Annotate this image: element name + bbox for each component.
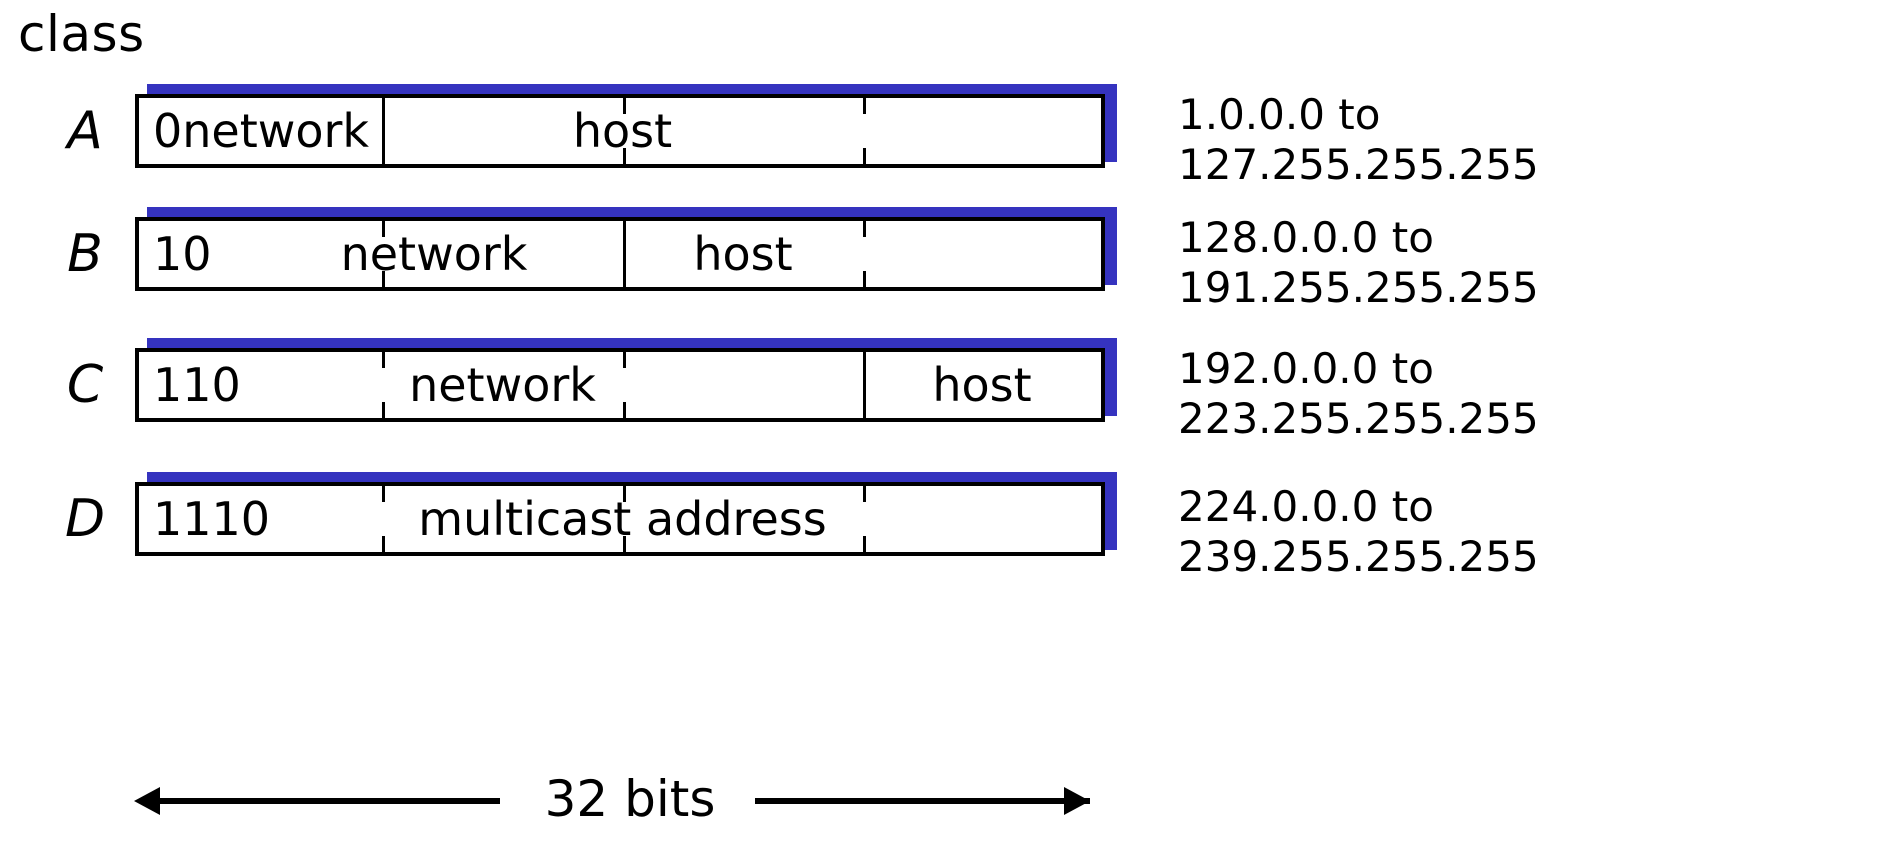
class-letter-b: B <box>67 224 103 284</box>
row-b-range-line2: 191.255.255.255 <box>1178 263 1539 312</box>
row-b-tick-bottom-byte1 <box>382 271 385 287</box>
row-d-accent-edge <box>1105 472 1117 550</box>
row-b-accent-edge <box>1105 207 1117 285</box>
row-c-prefix-label: 110 <box>153 358 241 412</box>
row-d-prefix-label: 1110 <box>153 492 271 546</box>
row-d-range-line2: 239.255.255.255 <box>1178 532 1539 581</box>
row-d-multicast-label: multicast address <box>418 492 827 546</box>
row-b-tick-top-byte3 <box>863 221 866 237</box>
row-c-range-line1: 192.0.0.0 to <box>1178 344 1434 393</box>
row-d-tick-top-byte2 <box>623 486 626 502</box>
row-c-tick-top-byte2 <box>623 352 626 368</box>
row-c-host-label: host <box>932 358 1032 412</box>
row-d-tick-bottom-byte3 <box>863 536 866 552</box>
row-b-divider-byte2 <box>623 221 626 287</box>
row-b-range: 128.0.0.0 to 191.255.255.255 <box>1178 213 1539 313</box>
row-b-bitfield-box: 10 network host <box>135 217 1105 291</box>
arrow-right-icon <box>1064 787 1090 815</box>
row-b-tick-top-byte1 <box>382 221 385 237</box>
measure-line-right <box>755 798 1090 804</box>
row-c-divider-byte3 <box>863 352 866 418</box>
row-b-network-label: network <box>340 227 528 281</box>
row-a-range-line1: 1.0.0.0 to <box>1178 90 1381 139</box>
class-row-b: B 10 network host 128.0.0.0 to 191.255.2… <box>0 207 1880 312</box>
row-b-host-label: host <box>693 227 793 281</box>
class-row-d: D 1110 multicast address 224.0.0.0 to 23… <box>0 472 1880 581</box>
row-c-range-line2: 223.255.255.255 <box>1178 394 1539 443</box>
measure-line-left <box>150 798 500 804</box>
class-letter-d: D <box>64 489 106 549</box>
row-c-network-label: network <box>409 358 596 412</box>
row-a-divider-byte1 <box>382 98 385 164</box>
bit-width-measure: 32 bits <box>0 770 1880 830</box>
row-d-tick-top-byte3 <box>863 486 866 502</box>
row-c-bitfield-box: 110 network host <box>135 348 1105 422</box>
class-row-a: A 0network host 1.0.0.0 to 127.255.255.2… <box>0 84 1880 189</box>
row-c-accent-edge <box>1105 338 1117 416</box>
row-c-range: 192.0.0.0 to 223.255.255.255 <box>1178 344 1539 444</box>
row-b-prefix-label: 10 <box>153 227 212 281</box>
row-a-tick-top-byte2 <box>623 98 626 114</box>
row-d-tick-bottom-byte2 <box>623 536 626 552</box>
row-a-tick-top-byte3 <box>863 98 866 114</box>
row-a-tick-bottom-byte2 <box>623 148 626 164</box>
class-letter-c: C <box>66 355 104 415</box>
row-d-range: 224.0.0.0 to 239.255.255.255 <box>1178 482 1539 582</box>
row-a-range: 1.0.0.0 to 127.255.255.255 <box>1178 90 1539 190</box>
row-a-accent-edge <box>1105 84 1117 162</box>
row-a-range-line2: 127.255.255.255 <box>1178 140 1539 189</box>
row-b-tick-bottom-byte3 <box>863 271 866 287</box>
row-d-range-line1: 224.0.0.0 to <box>1178 482 1434 531</box>
row-a-tick-bottom-byte3 <box>863 148 866 164</box>
class-row-c: C 110 network host 192.0.0.0 to 223.255.… <box>0 338 1880 443</box>
row-a-host-label: host <box>572 104 673 158</box>
class-letter-a: A <box>67 101 103 161</box>
row-d-bitfield-box: 1110 multicast address <box>135 482 1105 556</box>
row-a-prefix-label: 0network <box>153 104 370 158</box>
row-a-bitfield-box: 0network host <box>135 94 1105 168</box>
row-b-range-line1: 128.0.0.0 to <box>1178 213 1434 262</box>
row-c-tick-bottom-byte1 <box>382 402 385 418</box>
row-d-tick-bottom-byte1 <box>382 536 385 552</box>
measure-label: 32 bits <box>544 770 716 828</box>
row-d-tick-top-byte1 <box>382 486 385 502</box>
class-heading: class <box>18 5 145 63</box>
row-c-tick-top-byte1 <box>382 352 385 368</box>
row-c-tick-bottom-byte2 <box>623 402 626 418</box>
